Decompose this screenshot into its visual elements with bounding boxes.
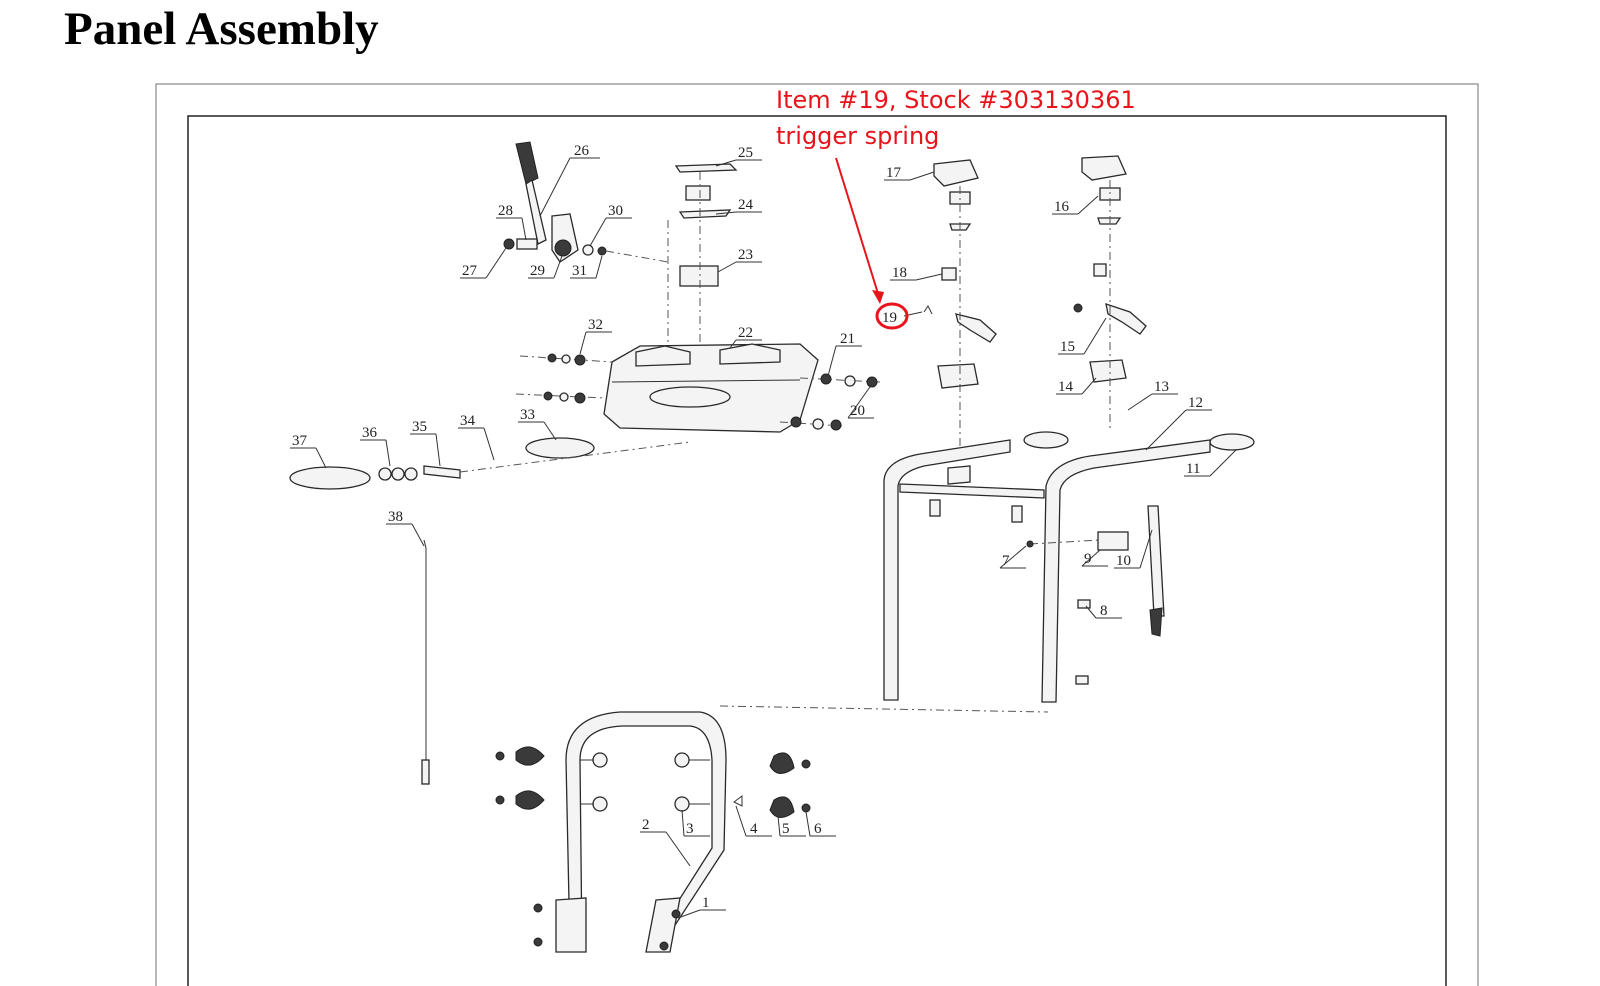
part-label: 6 (814, 821, 822, 837)
outer-frame (155, 83, 1479, 986)
arrow-head-icon (872, 290, 884, 304)
part-label: 17 (886, 165, 902, 181)
part-label: 2 (642, 817, 650, 833)
page-title: Panel Assembly (64, 3, 379, 55)
handle-knobs (495, 746, 811, 951)
part-label: 14 (1058, 379, 1074, 395)
part-label: 1 (702, 895, 710, 911)
shift-lever-assembly (503, 141, 669, 263)
part-label: 4 (750, 821, 758, 837)
panel-fasteners-left (515, 353, 613, 404)
part-label: 11 (1186, 461, 1200, 477)
part-label: 26 (574, 143, 590, 159)
right-grip-assembly (1073, 155, 1147, 430)
inner-frame (187, 115, 1447, 986)
part-label: 37 (292, 433, 308, 449)
part-label: 20 (850, 403, 865, 419)
part-label: 28 (498, 203, 513, 219)
part-label: 35 (412, 419, 427, 435)
cover-stack (667, 163, 738, 346)
shift-control-right (1026, 505, 1165, 685)
part-label: 38 (388, 509, 403, 525)
part-label: 33 (520, 407, 535, 423)
part-label: 31 (572, 263, 587, 279)
part-label: 32 (588, 317, 603, 333)
part-label: 34 (460, 413, 476, 429)
part-label: 8 (1100, 603, 1108, 619)
part-label: 18 (892, 265, 907, 281)
control-panel-housing (603, 343, 819, 433)
part-label: 30 (608, 203, 623, 219)
part-label: 15 (1060, 339, 1075, 355)
lower-handle (555, 711, 727, 953)
annotation-line-1: Item #19, Stock #303130361 (776, 86, 1136, 114)
callout-annotation: Item #19, Stock #303130361 trigger sprin… (776, 86, 1136, 304)
trigger-spring-icon (923, 305, 933, 315)
part-label: 3 (686, 821, 694, 837)
control-cable (421, 539, 430, 785)
part-label: 7 (1002, 553, 1010, 569)
part-label: 24 (738, 197, 754, 213)
panel-fasteners-right (779, 373, 881, 431)
ring-and-plate-set (289, 437, 691, 490)
callout-arrow (835, 157, 881, 301)
annotation-line-2: trigger spring (776, 122, 939, 150)
part-label: 23 (738, 247, 753, 263)
part-label: 9 (1084, 551, 1092, 567)
part-label: 22 (738, 325, 753, 341)
part-label: 10 (1116, 553, 1131, 569)
part-label: 27 (462, 263, 478, 279)
part-label: 12 (1188, 395, 1203, 411)
upper-handle (883, 431, 1255, 703)
part-label-highlighted: 19 (882, 310, 897, 326)
highlight-circle (875, 302, 909, 330)
part-label: 25 (738, 145, 753, 161)
part-label: 29 (530, 263, 545, 279)
part-label: 21 (840, 331, 855, 347)
part-label: 36 (362, 425, 378, 441)
part-label: 5 (782, 821, 790, 837)
left-grip-assembly (923, 159, 997, 460)
part-label: 13 (1154, 379, 1169, 395)
part-label: 16 (1054, 199, 1070, 215)
part-label-set: 26 25 24 23 22 21 20 28 30 27 29 31 32 3… (290, 143, 1237, 919)
